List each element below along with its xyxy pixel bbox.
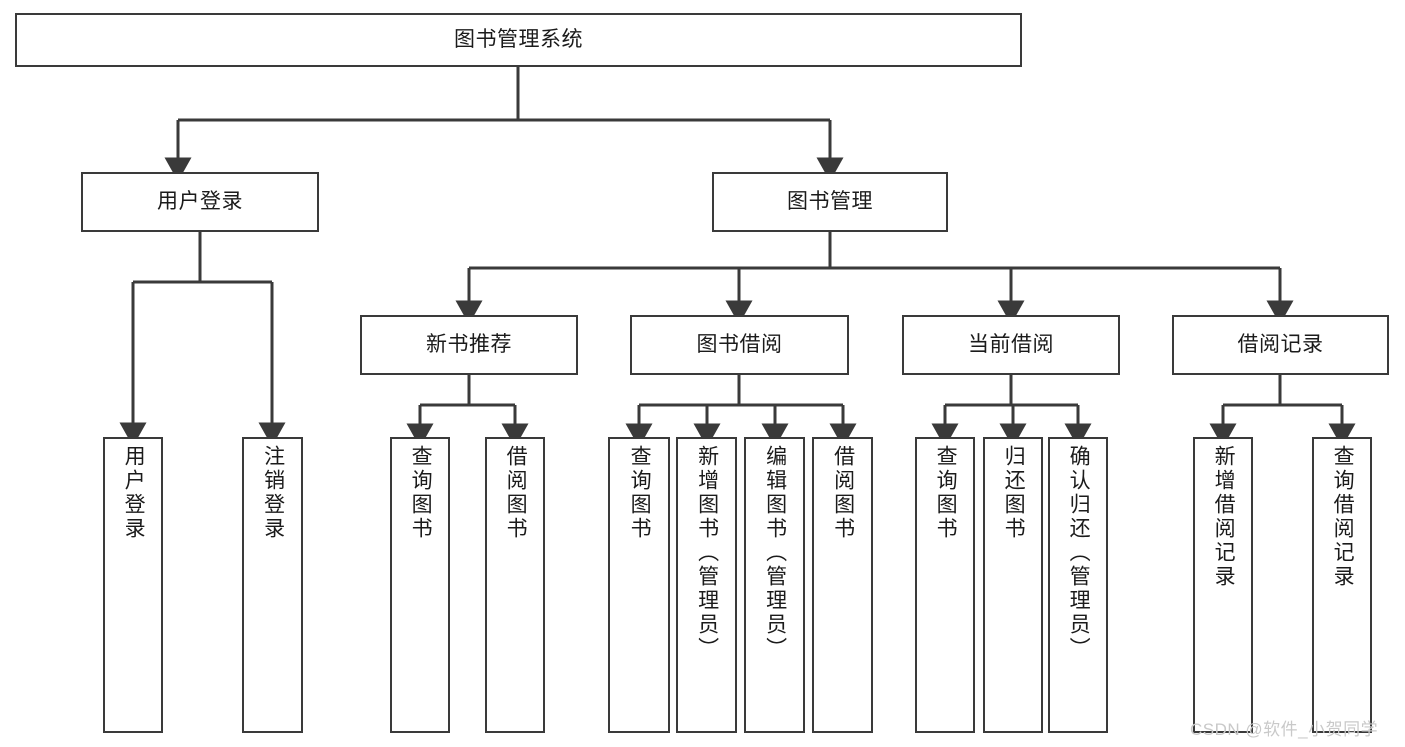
node-leaf-confirm-return-admin[interactable]: 确认归还（管理员） (1048, 437, 1108, 733)
node-label-leaf-user-login: 用户登录 (122, 445, 146, 541)
node-label-leaf-confirm-return-admin: 确认归还（管理员） (1067, 445, 1091, 661)
node-label-borrow-record: 借阅记录 (1237, 333, 1324, 357)
node-leaf-query-book-current[interactable]: 查询图书 (915, 437, 975, 733)
node-label-user-login: 用户登录 (157, 190, 243, 214)
node-leaf-add-book-admin[interactable]: 新增图书（管理员） (676, 437, 737, 733)
node-label-leaf-logout-login: 注销登录 (261, 445, 285, 541)
node-label-book-borrow: 图书借阅 (696, 333, 783, 357)
node-label-leaf-edit-book-admin: 编辑图书（管理员） (763, 445, 787, 661)
node-label-leaf-query-book-rec: 查询图书 (409, 445, 433, 541)
node-leaf-query-borrow-record[interactable]: 查询借阅记录 (1312, 437, 1372, 733)
node-leaf-logout-login[interactable]: 注销登录 (242, 437, 303, 733)
node-label-leaf-query-book-current: 查询图书 (934, 445, 958, 541)
node-leaf-user-login[interactable]: 用户登录 (103, 437, 163, 733)
node-label-book-management: 图书管理 (787, 190, 873, 214)
node-label-leaf-return-book: 归还图书 (1002, 445, 1026, 541)
node-leaf-return-book[interactable]: 归还图书 (983, 437, 1043, 733)
node-label-leaf-query-book-borrow: 查询图书 (628, 445, 652, 541)
node-book-management[interactable]: 图书管理 (712, 172, 948, 232)
node-leaf-add-borrow-record[interactable]: 新增借阅记录 (1193, 437, 1253, 733)
node-root-system[interactable]: 图书管理系统 (15, 13, 1022, 67)
node-label-root-system: 图书管理系统 (454, 28, 583, 52)
node-leaf-query-book-borrow[interactable]: 查询图书 (608, 437, 670, 733)
node-label-leaf-add-book-admin: 新增图书（管理员） (695, 445, 719, 661)
node-label-current-borrow: 当前借阅 (968, 333, 1054, 357)
node-label-new-book-recommend: 新书推荐 (426, 333, 512, 357)
node-label-leaf-query-borrow-record: 查询借阅记录 (1331, 445, 1355, 589)
node-label-leaf-borrow-book: 借阅图书 (831, 445, 855, 541)
node-label-leaf-borrow-book-rec: 借阅图书 (504, 445, 528, 541)
node-book-borrow[interactable]: 图书借阅 (630, 315, 849, 375)
node-leaf-borrow-book-rec[interactable]: 借阅图书 (485, 437, 545, 733)
node-borrow-record[interactable]: 借阅记录 (1172, 315, 1389, 375)
node-leaf-edit-book-admin[interactable]: 编辑图书（管理员） (744, 437, 805, 733)
node-user-login[interactable]: 用户登录 (81, 172, 319, 232)
node-leaf-borrow-book[interactable]: 借阅图书 (812, 437, 873, 733)
node-current-borrow[interactable]: 当前借阅 (902, 315, 1120, 375)
node-label-leaf-add-borrow-record: 新增借阅记录 (1212, 445, 1236, 589)
node-leaf-query-book-rec[interactable]: 查询图书 (390, 437, 450, 733)
node-new-book-recommend[interactable]: 新书推荐 (360, 315, 578, 375)
